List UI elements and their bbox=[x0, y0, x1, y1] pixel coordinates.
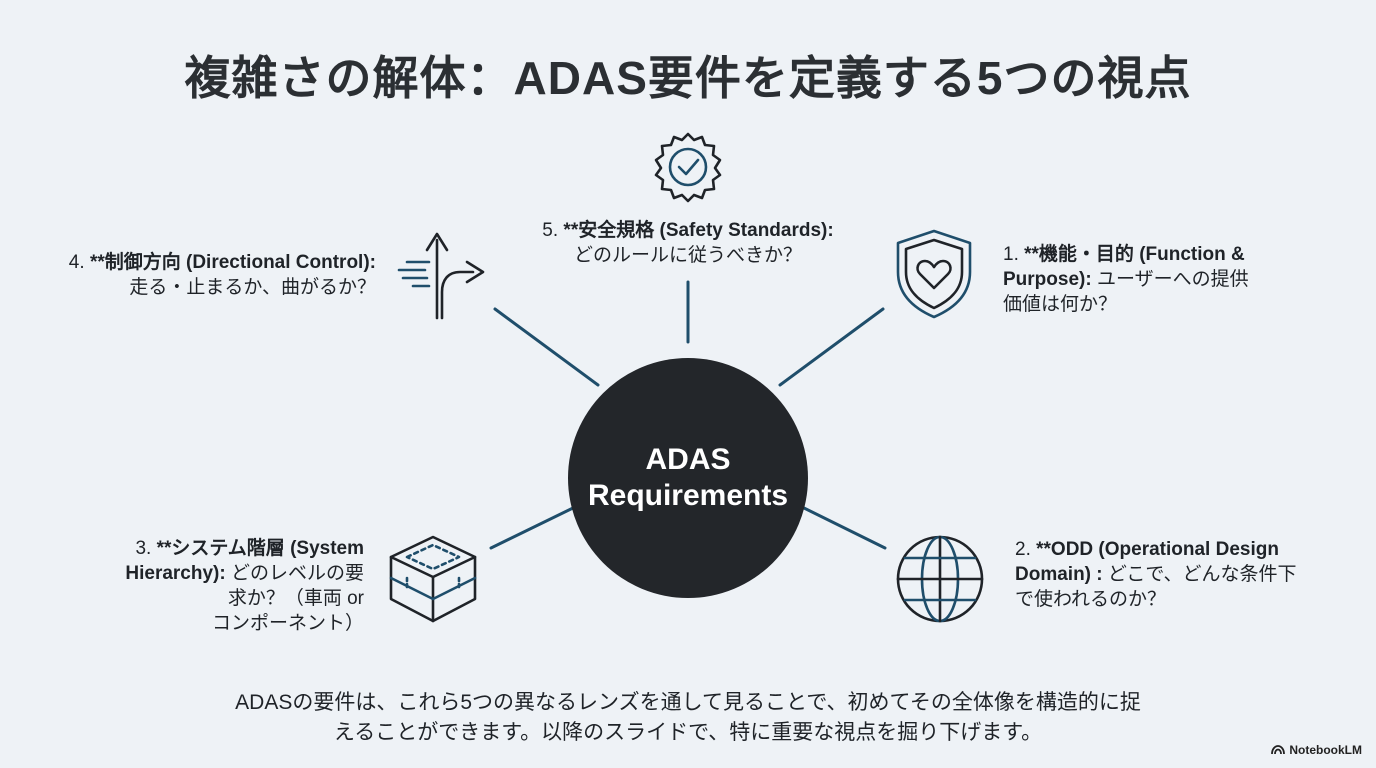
brand-name: NotebookLM bbox=[1289, 743, 1362, 757]
perspective-1-heading-line2: Purpose): bbox=[1003, 269, 1092, 290]
perspective-3-question-line2: 求か？（車両 or bbox=[227, 588, 364, 609]
perspective-3-number: 3. bbox=[135, 538, 152, 559]
perspective-5-label: 5. **安全規格 (Safety Standards): どのルールに従うべき… bbox=[520, 218, 856, 268]
central-hub: ADAS Requirements bbox=[568, 358, 808, 598]
connector-line-1 bbox=[778, 307, 885, 387]
perspective-3-heading-line1: **システム階層 (System bbox=[156, 538, 364, 559]
perspective-1-label: 1. **機能・目的 (Function & Purpose): ユーザーへの提… bbox=[1003, 242, 1343, 317]
hub-title-line1: ADAS bbox=[645, 443, 731, 476]
perspective-3-question-line3: コンポーネント） bbox=[211, 613, 364, 634]
shield-heart-icon bbox=[893, 228, 975, 320]
perspective-5-heading: **安全規格 (Safety Standards): bbox=[563, 220, 834, 241]
perspective-2-question-line2: で使われるのか？ bbox=[1015, 589, 1167, 610]
layers-icon bbox=[387, 533, 479, 625]
connector-line-2 bbox=[800, 505, 887, 550]
perspective-1-question-line2: 価値は何か？ bbox=[1003, 294, 1118, 315]
perspective-4-label: 4. **制御方向 (Directional Control): 走る・止まるか… bbox=[40, 250, 376, 300]
perspective-1-number: 1. bbox=[1003, 244, 1019, 265]
summary-line1: ADASの要件は、これら5つの異なるレンズを通して見ることで、初めてその全体像を… bbox=[235, 691, 1141, 714]
perspective-1-question-line1: ユーザーへの提供 bbox=[1096, 269, 1249, 290]
perspective-2-heading-line2: Domain) : bbox=[1015, 564, 1103, 585]
perspective-4-heading: **制御方向 (Directional Control): bbox=[89, 252, 376, 273]
perspective-3-question-line1: どのレベルの要 bbox=[230, 563, 364, 584]
notebooklm-logo-icon bbox=[1271, 745, 1286, 755]
page-title: 複雑さの解体：ADAS要件を定義する5つの視点 bbox=[184, 52, 1192, 104]
connector-line-3 bbox=[489, 505, 577, 550]
turn-arrow-icon bbox=[395, 226, 491, 322]
hub-title-line2: Requirements bbox=[587, 479, 789, 512]
summary-line2: えることができます。以降のスライドで、特に重要な視点を掘り下げます。 bbox=[333, 721, 1043, 744]
perspective-2-question-line1: どこで、どんな条件下 bbox=[1107, 564, 1297, 585]
perspective-4-question: 走る・止まるか、曲がるか？ bbox=[129, 277, 376, 298]
perspective-4-number: 4. bbox=[68, 252, 85, 273]
connector-line-4 bbox=[493, 307, 600, 387]
perspective-2-heading-line1: **ODD (Operational Design bbox=[1036, 539, 1279, 560]
perspective-3-label: 3. **システム階層 (System Hierarchy): どのレベルの要 … bbox=[96, 536, 364, 636]
perspective-3-heading-line2: Hierarchy): bbox=[125, 563, 226, 584]
perspective-5-question: どのルールに従うべきか？ bbox=[573, 245, 802, 266]
brand-logo: NotebookLM bbox=[1271, 743, 1362, 757]
perspective-5-number: 5. bbox=[542, 220, 559, 241]
perspective-2-number: 2. bbox=[1015, 539, 1031, 560]
globe-icon bbox=[894, 533, 986, 625]
summary-text: ADASの要件は、これら5つの異なるレンズを通して見ることで、初めてその全体像を… bbox=[0, 688, 1376, 748]
perspective-1-heading-line1: **機能・目的 (Function & bbox=[1024, 244, 1245, 265]
certified-badge-icon bbox=[648, 130, 728, 210]
perspective-2-label: 2. **ODD (Operational Design Domain) : ど… bbox=[1015, 537, 1345, 612]
